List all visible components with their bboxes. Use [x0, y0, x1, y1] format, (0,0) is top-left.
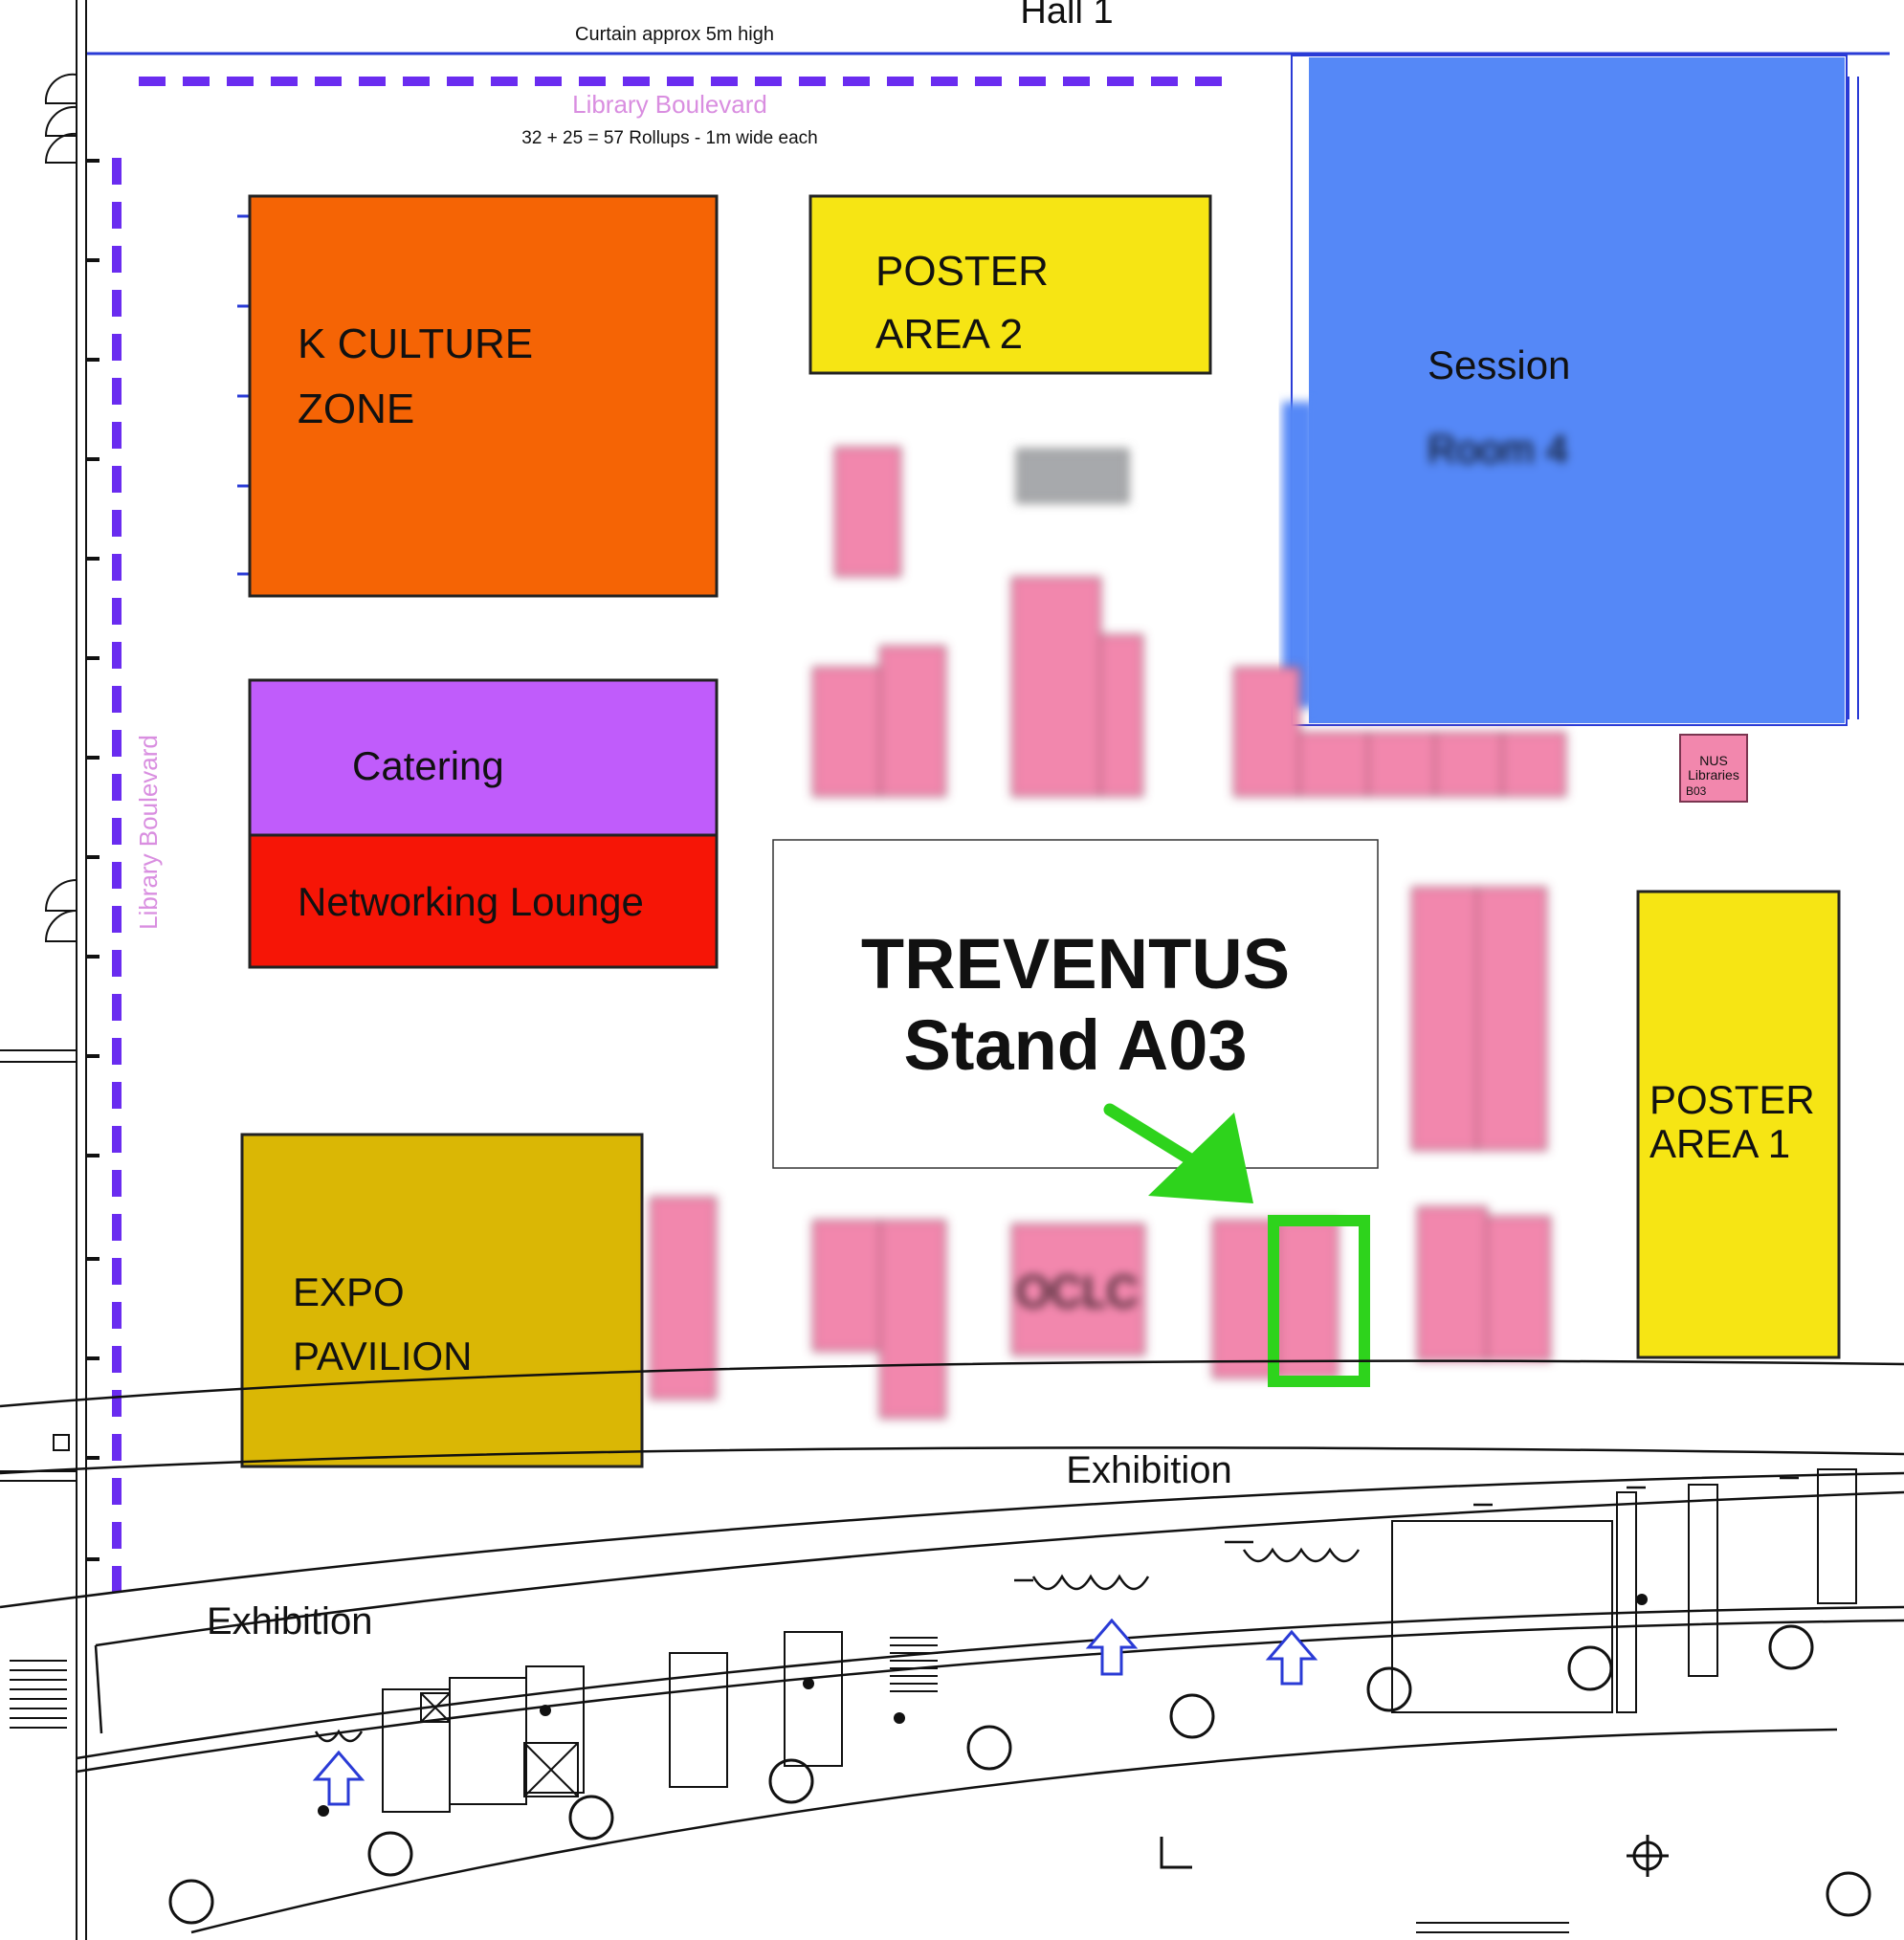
hall-title: Hall 1 — [1020, 0, 1113, 32]
nus-stand-label-2: Libraries — [1688, 767, 1739, 783]
entrance-arrow-3 — [312, 1750, 365, 1806]
poster-area-2: POSTER AREA 2 — [808, 194, 1212, 375]
exhibition-label-right: Exhibition — [1066, 1449, 1231, 1491]
library-boulevard-label-side: Library Boulevard — [134, 735, 163, 930]
nus-stand-label-3: B03 — [1686, 784, 1707, 798]
up-arrow-icon — [1265, 1629, 1318, 1686]
entrance-arrow-1 — [1085, 1618, 1139, 1676]
crosshair-icon — [1627, 1835, 1669, 1877]
oclc-stand-label: OCLC — [1016, 1267, 1139, 1316]
poster-area-2-label-1: POSTER — [875, 248, 1049, 295]
lower-building-rooms — [382, 1468, 1857, 1813]
left-wall — [0, 0, 87, 1940]
highlight-arrow — [1103, 1103, 1253, 1203]
treventus-stand-highlight — [1268, 1215, 1370, 1387]
nus-stand-label-1: NUS — [1699, 753, 1728, 768]
networking-lounge: Networking Lounge — [248, 833, 719, 969]
treventus-callout: TREVENTUS Stand A03 — [772, 839, 1379, 1169]
nus-libraries-stand: NUS Libraries B03 — [1679, 734, 1748, 803]
expo-pavilion: EXPO PAVILION — [240, 1133, 644, 1468]
exhibition-label-left: Exhibition — [207, 1600, 372, 1642]
session-room-number-label: Room 4 — [1428, 427, 1568, 472]
up-arrow-icon — [1085, 1618, 1139, 1676]
poster-area-1-label-2: AREA 1 — [1649, 1121, 1790, 1166]
callout-company-name: TREVENTUS — [861, 924, 1290, 1003]
exhibitor-stands — [650, 447, 1566, 1419]
k-culture-zone-label-1: K CULTURE — [298, 320, 533, 367]
wall-ticks — [86, 159, 100, 1561]
poster-area-1-label-1: POSTER — [1649, 1077, 1815, 1122]
up-arrow-icon — [312, 1750, 365, 1806]
columns — [168, 1624, 1871, 1925]
corner-mark — [1160, 1837, 1192, 1869]
library-boulevard-route — [112, 77, 1229, 1607]
poster-area-2-label-2: AREA 2 — [875, 311, 1023, 358]
k-culture-zone-label-2: ZONE — [298, 386, 414, 432]
k-culture-zone: K CULTURE ZONE — [237, 194, 719, 598]
session-room-4: Session Room 4 — [1282, 55, 1859, 726]
expo-pavilion-label-2: PAVILION — [293, 1334, 473, 1378]
poster-area-1: POSTER AREA 1 — [1636, 890, 1841, 1359]
curtain-note: Curtain approx 5m high — [575, 24, 774, 45]
rollups-note: 32 + 25 = 57 Rollups - 1m wide each — [521, 128, 817, 148]
catering-label: Catering — [352, 743, 504, 788]
exhibition-corridor — [0, 1359, 1904, 1934]
catering-area: Catering — [248, 678, 719, 837]
dots — [318, 1594, 1648, 1817]
entrance-arrow-2 — [1265, 1629, 1318, 1686]
callout-stand-number: Stand A03 — [903, 1005, 1247, 1085]
networking-lounge-label: Networking Lounge — [298, 879, 644, 924]
stairs — [10, 1637, 1569, 1933]
library-boulevard-label-top: Library Boulevard — [572, 90, 767, 119]
expo-pavilion-label-1: EXPO — [293, 1269, 405, 1314]
session-room-label: Session — [1428, 342, 1570, 387]
